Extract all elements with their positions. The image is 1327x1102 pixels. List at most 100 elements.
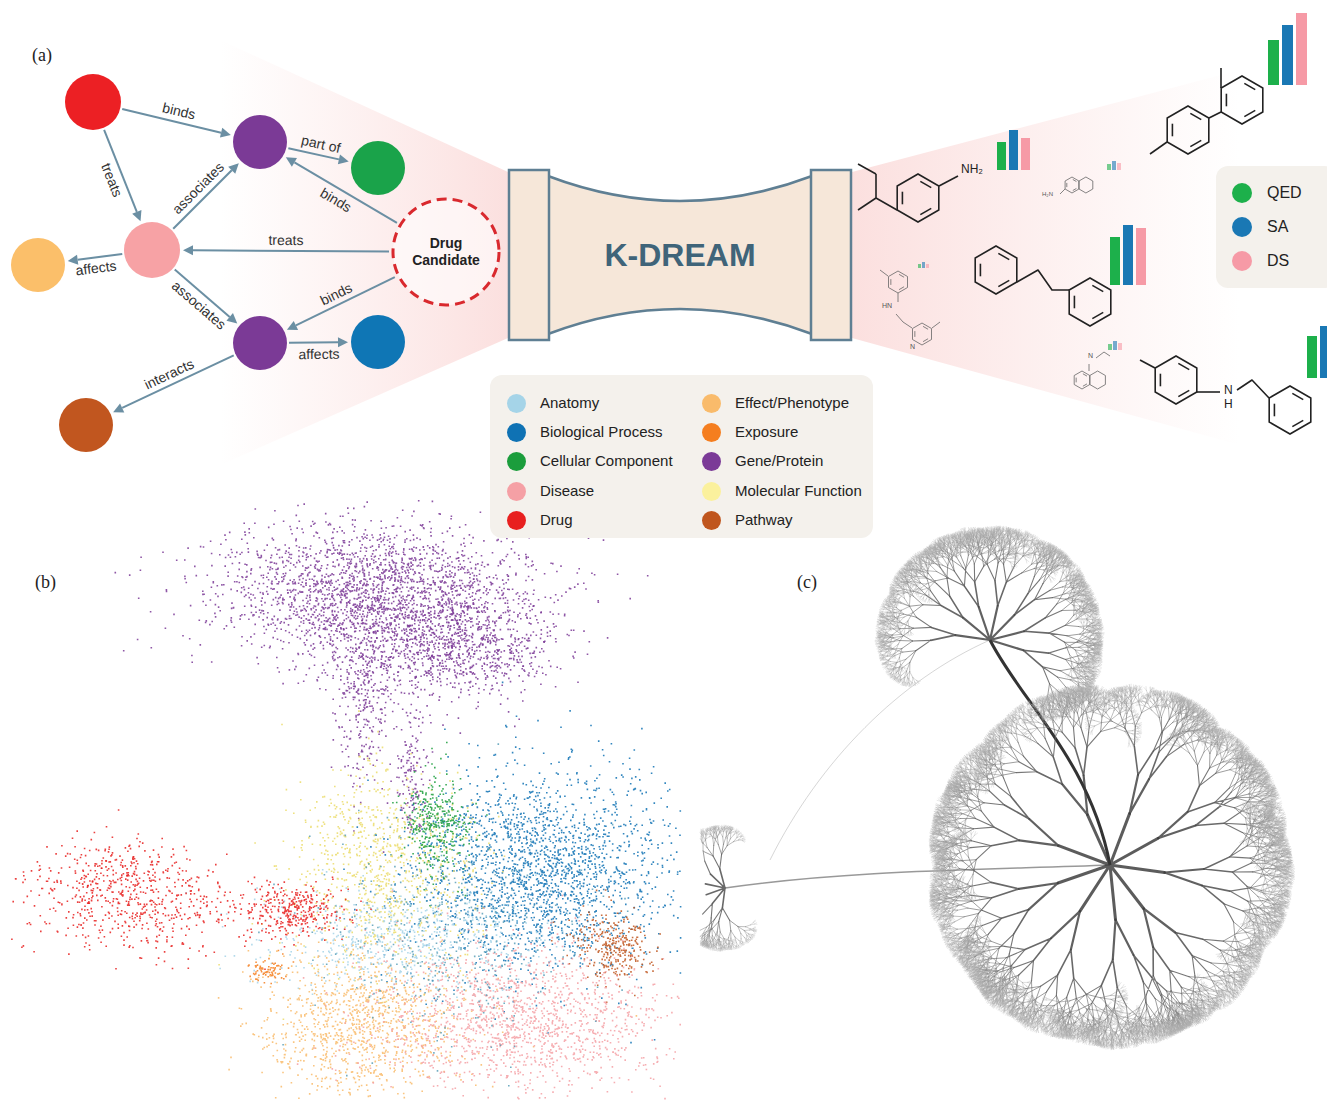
benzene-ring <box>1221 76 1263 124</box>
entity-circle <box>11 238 65 292</box>
legend-label: SA <box>1267 218 1288 236</box>
score-bar <box>1107 164 1111 170</box>
score-bar <box>1136 228 1146 285</box>
score-bar <box>1268 40 1279 85</box>
double-bond <box>1172 124 1174 137</box>
scatter-points <box>258 743 628 1086</box>
double-bond <box>920 181 931 187</box>
entity-circle <box>351 141 405 195</box>
double-bond <box>890 279 891 285</box>
legend-swatch <box>702 452 721 471</box>
bond <box>1089 364 1090 371</box>
double-bond <box>1190 113 1201 119</box>
score-bar <box>926 264 929 268</box>
type-legend-box <box>490 375 873 538</box>
legend-label: QED <box>1267 184 1302 202</box>
double-bond <box>1226 94 1228 107</box>
score-bar <box>922 262 925 268</box>
legend-label: Drug <box>540 511 573 528</box>
bond <box>1096 352 1110 358</box>
relation-label: associates <box>168 277 229 332</box>
bond <box>898 293 899 302</box>
relation-label: affects <box>298 345 339 361</box>
scatter-points <box>11 809 297 970</box>
legend-label: Biological Process <box>540 423 663 440</box>
bond <box>1220 68 1222 88</box>
benzene-ring <box>1090 371 1106 389</box>
legend-label: Pathway <box>735 511 793 528</box>
panel-label: (a) <box>32 45 52 66</box>
score-bar <box>1021 138 1030 170</box>
atom-label: N <box>910 343 915 351</box>
legend-swatch <box>507 482 526 501</box>
entity-circle <box>59 398 113 452</box>
arrow-head <box>338 155 349 165</box>
benzene-ring <box>975 246 1017 294</box>
double-bond <box>923 339 928 342</box>
relation-label: treats <box>98 160 126 198</box>
bond <box>932 322 940 328</box>
legend-swatch <box>1232 217 1252 237</box>
relation-label: treats <box>269 232 304 248</box>
double-bond <box>1178 390 1189 396</box>
legend-swatch <box>702 423 721 442</box>
entity-circle <box>233 316 287 370</box>
bond <box>1017 270 1069 290</box>
double-bond <box>1092 312 1103 318</box>
scatter-points <box>392 742 488 907</box>
relation-label: binds <box>161 100 197 123</box>
atom-label: H₂N <box>1042 191 1053 198</box>
bond <box>1197 391 1220 393</box>
benzene-ring <box>1069 278 1111 326</box>
node-text: Drug Candidate <box>403 235 489 269</box>
legend-label: Effect/Phenotype <box>735 394 849 411</box>
relation-arrow <box>289 341 338 343</box>
input-fan <box>220 40 508 465</box>
double-bond <box>899 274 904 277</box>
legend-label: Molecular Function <box>735 482 862 499</box>
knowledge-graph <box>11 74 405 452</box>
node-text: K-DREAM <box>604 236 755 274</box>
score-bar <box>1320 326 1327 378</box>
atom-label: NH₂ <box>961 163 983 177</box>
double-bond <box>1274 404 1276 417</box>
double-bond <box>1092 285 1103 291</box>
double-bond <box>998 253 1009 259</box>
scatter-points <box>15 826 219 922</box>
relation-label: associates <box>169 159 227 217</box>
bond <box>858 198 876 210</box>
bond <box>1060 189 1065 194</box>
double-bond <box>899 287 904 290</box>
double-bond <box>902 192 904 205</box>
relation-label: binds <box>317 184 354 215</box>
bond <box>880 270 888 276</box>
score-bar <box>918 264 921 268</box>
entity-circle <box>124 222 180 278</box>
candidate-circle: Drug Candidate <box>391 197 501 307</box>
atom-label: H <box>1224 398 1233 412</box>
legend-label: Disease <box>540 482 594 499</box>
relation-label: binds <box>317 279 354 308</box>
double-bond <box>1160 374 1162 387</box>
atom-label: N <box>1224 384 1233 398</box>
score-bar <box>1282 25 1293 85</box>
benzene-ring <box>1079 177 1093 193</box>
legend-label: DS <box>1267 252 1289 270</box>
bond <box>858 164 876 174</box>
funnel-body <box>548 176 812 334</box>
benzene-ring <box>1269 386 1311 434</box>
scatter-points <box>297 890 681 1099</box>
legend-swatch <box>507 452 526 471</box>
score-bar <box>1296 13 1307 85</box>
legend-swatch <box>507 394 526 413</box>
tree-branches <box>700 526 1295 1050</box>
bond <box>1140 360 1155 368</box>
double-bond <box>1244 110 1255 116</box>
atom-label: HN <box>882 302 892 310</box>
double-bond <box>1073 188 1077 190</box>
arrow-head <box>183 245 193 255</box>
legend-swatch <box>702 482 721 501</box>
arrow-head <box>220 128 231 138</box>
double-bond <box>920 208 931 214</box>
legend-label: Cellular Component <box>540 452 673 469</box>
